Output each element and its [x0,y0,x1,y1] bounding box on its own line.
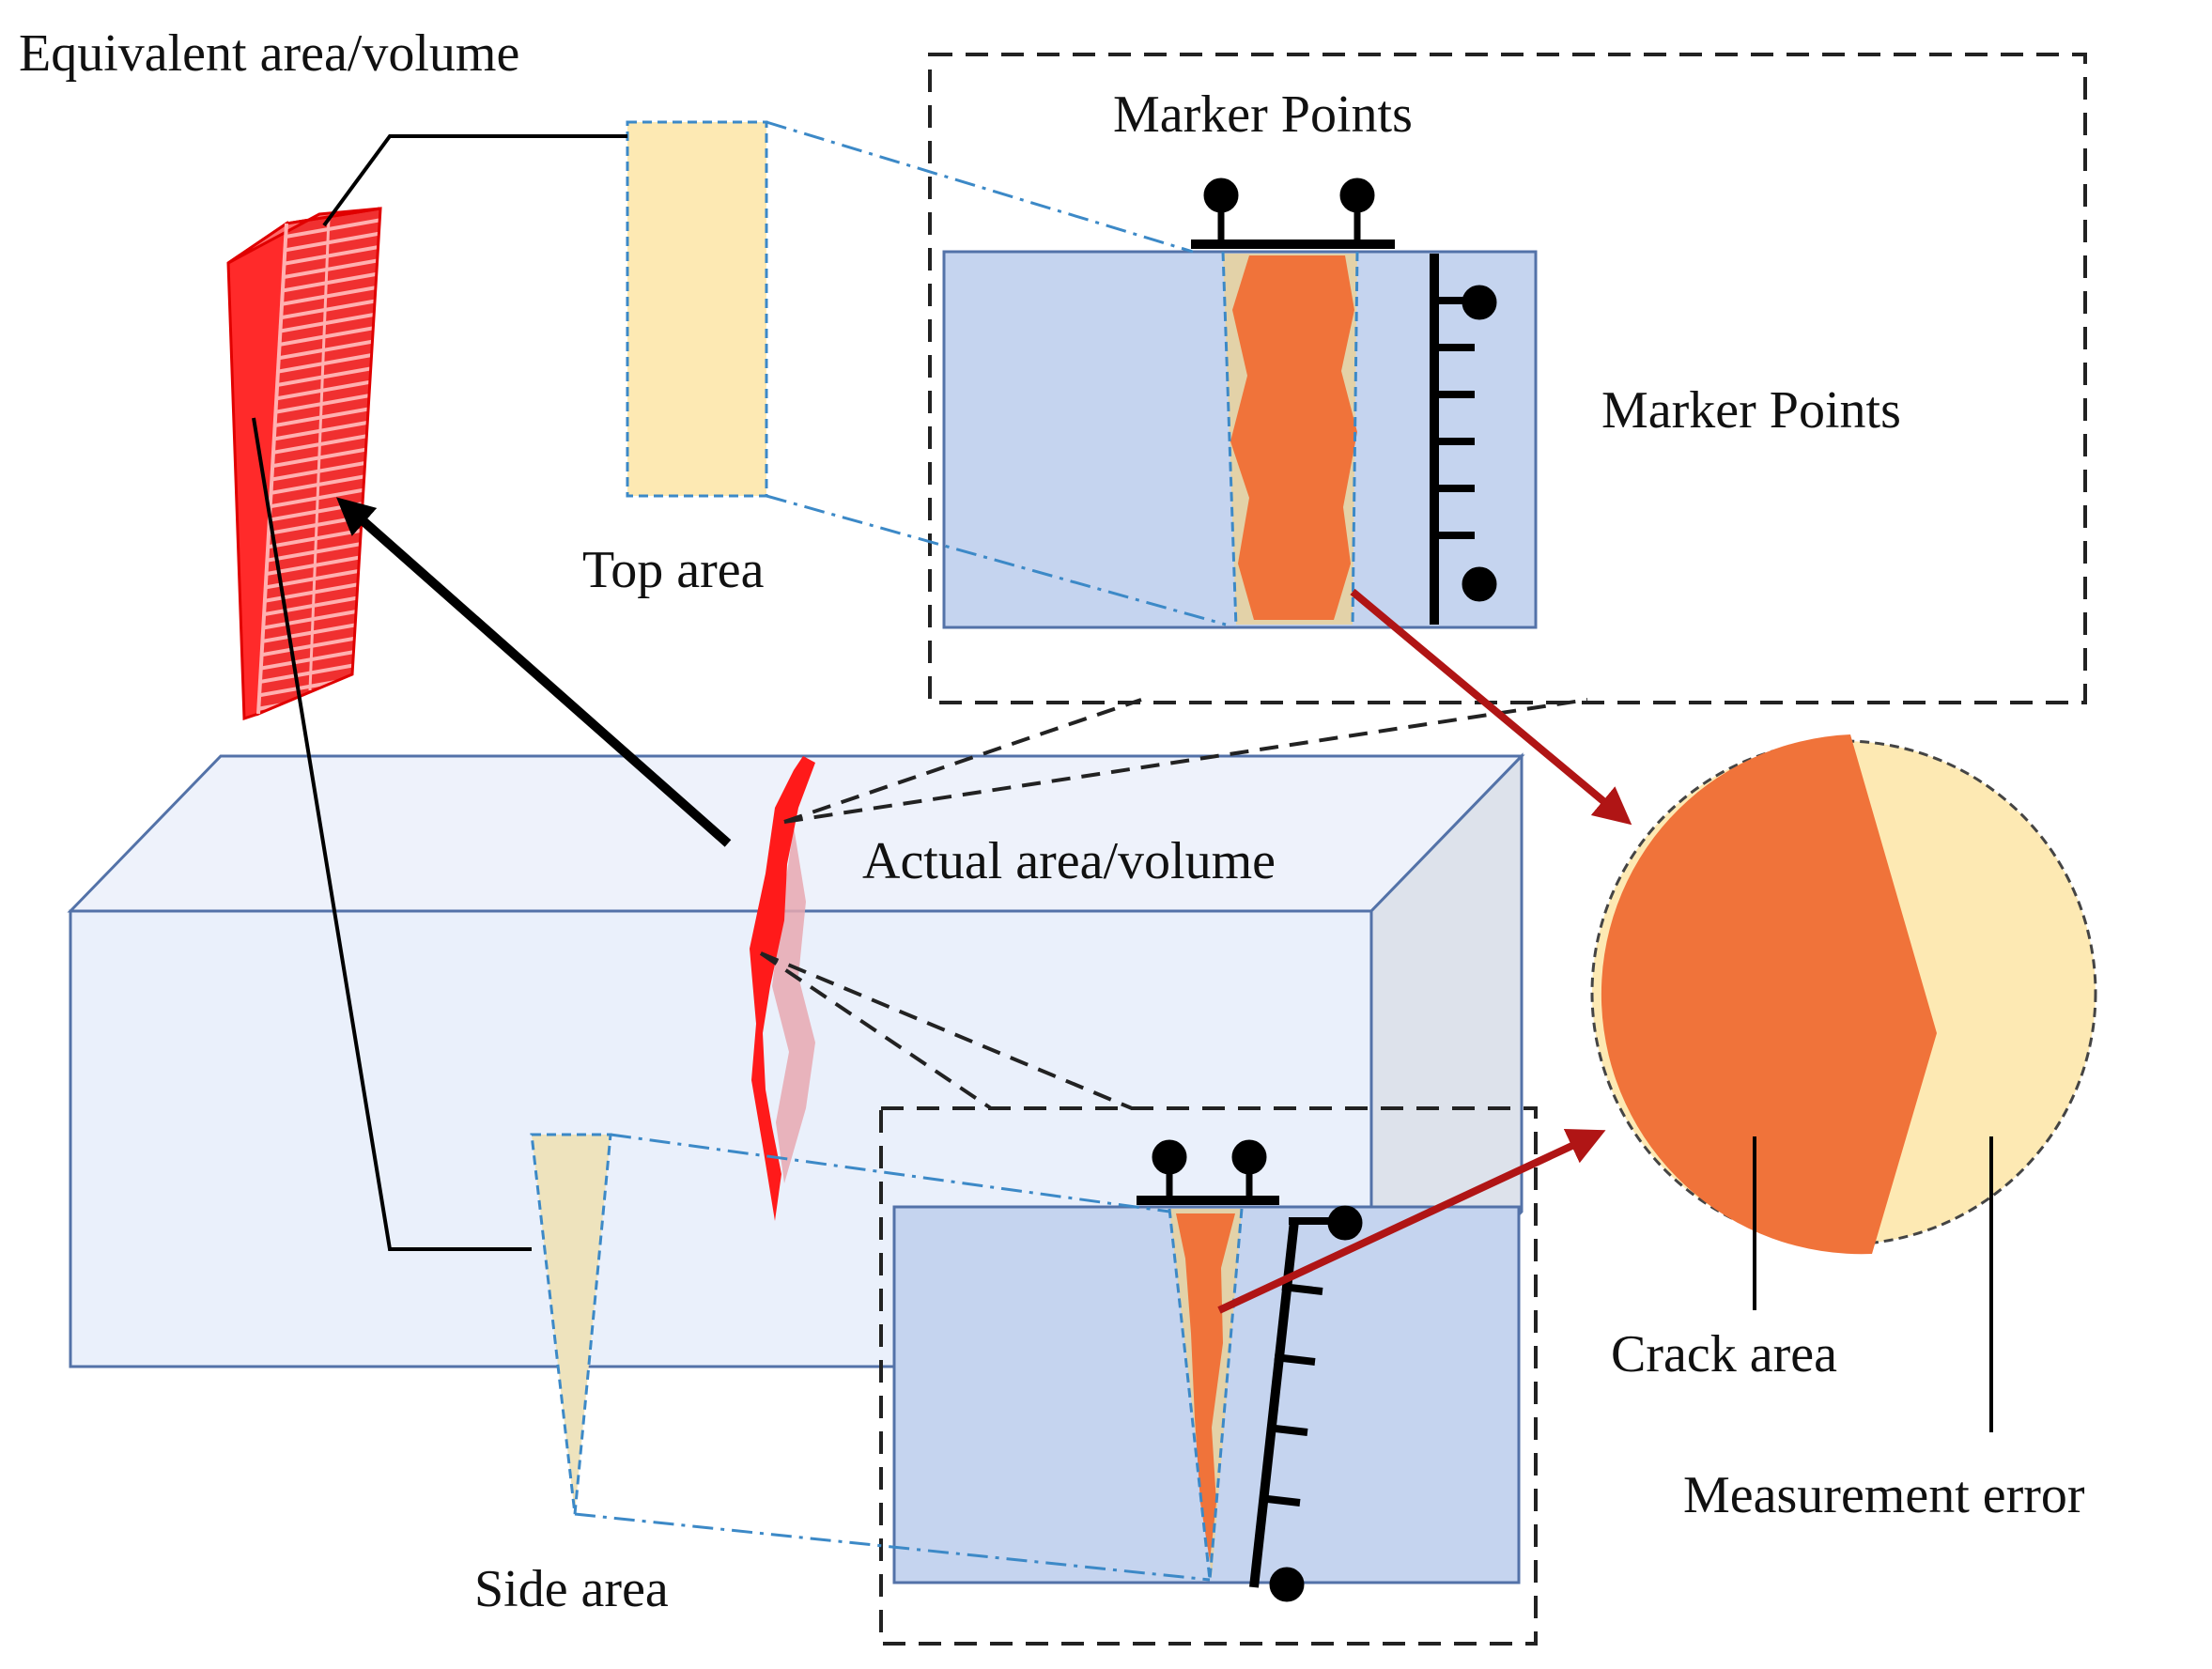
bottom-panel-frame [879,1106,1538,1646]
top-panel-crack [1230,255,1357,620]
side-area-shape [530,1133,612,1515]
top-marker-points [1191,178,1395,249]
equivalent-arrow [336,497,732,847]
top-panel-frame [928,53,2087,704]
measurement-error-label: Measurement error [1683,1466,2085,1524]
equivalent-label: Equivalent area/volume [19,24,519,83]
actual-crack [750,756,815,1221]
magnifier [1590,734,2097,1432]
crack-body [750,756,815,1221]
marker-points-right-label: Marker Points [1601,381,1901,440]
connectors [252,134,627,1251]
marker-points-top-label: Marker Points [1113,85,1413,144]
zoom-arrow-top [1350,588,1632,826]
bottom-panel-crack [1176,1213,1235,1561]
top-zoom-panel [928,53,2087,704]
projection-lines [574,120,1227,1582]
top-ruler [1430,254,1497,625]
top-area-label: Top area [582,541,765,599]
zoom-arrow-bottom [1217,1129,1606,1314]
equivalent-volume [226,207,382,721]
actual-label: Actual area/volume [862,832,1276,890]
top-area-shape [626,120,768,498]
concrete-block [67,752,1525,1370]
crack-area-label: Crack area [1611,1325,1837,1383]
bottom-marker-points [1137,1139,1279,1205]
bottom-zoom-panel [879,1106,1538,1646]
crack-area-region [1601,734,1937,1255]
equivalent-top [227,207,381,265]
zoom-leaders [759,698,1588,1110]
side-area-label: Side area [474,1560,669,1618]
